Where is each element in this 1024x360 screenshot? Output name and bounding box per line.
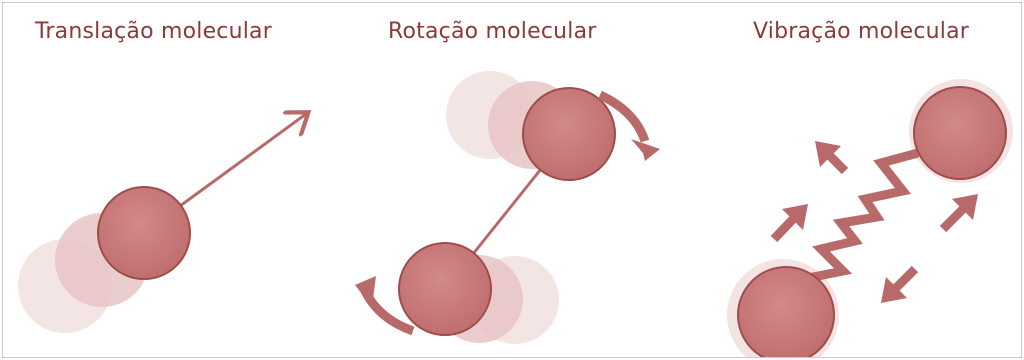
rotation-bottom-molecule [399,243,491,335]
vibration-top-molecule [914,87,1006,179]
molecular-motion-diagram [3,3,1021,357]
translation-molecule [98,187,190,279]
vibration-panel [727,79,1013,357]
vibration-bottom-molecule [738,267,834,357]
translation-panel [18,114,306,333]
vibration-arrow-right [943,207,965,229]
rotation-panel [355,71,660,344]
rotation-arrowhead-top [631,139,660,161]
vibration-spring [803,153,918,295]
rotation-top-molecule [523,88,615,180]
vibration-arrow-left [774,217,795,239]
